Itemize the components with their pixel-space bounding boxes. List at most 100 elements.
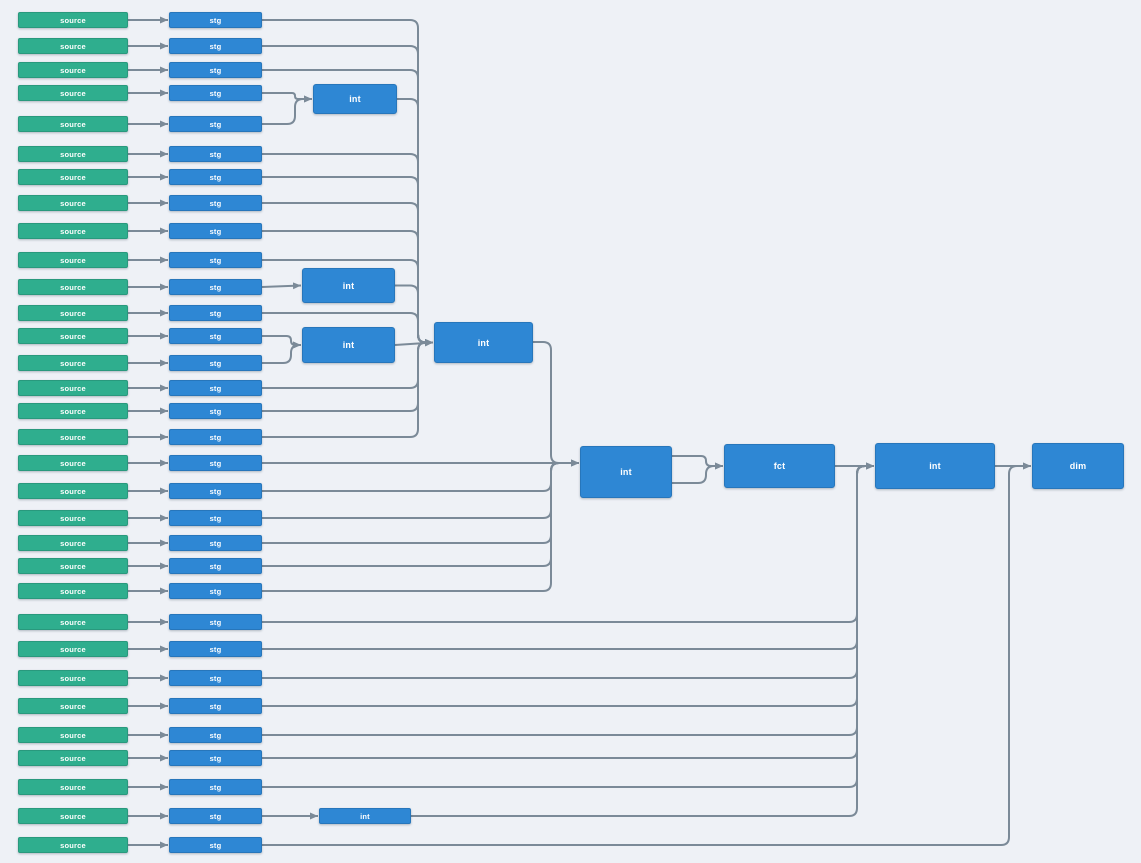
node-fct[interactable]: fct — [724, 444, 835, 488]
node-stg[interactable]: stg — [169, 429, 262, 445]
node-source[interactable]: source — [18, 146, 128, 162]
node-stg[interactable]: stg — [169, 510, 262, 526]
edge-path — [262, 176, 433, 346]
node-stg[interactable]: stg — [169, 62, 262, 78]
node-source[interactable]: source — [18, 583, 128, 599]
node-source[interactable]: source — [18, 535, 128, 551]
node-stg[interactable]: stg — [169, 837, 262, 853]
node-source[interactable]: source — [18, 698, 128, 714]
node-int[interactable]: int — [302, 327, 395, 363]
node-source[interactable]: source — [18, 62, 128, 78]
edge-group — [128, 16, 1031, 849]
edge-path — [395, 284, 433, 346]
node-source[interactable]: source — [18, 483, 128, 499]
node-source[interactable]: source — [18, 510, 128, 526]
edge-path — [672, 455, 723, 470]
node-stg[interactable]: stg — [169, 403, 262, 419]
edge-path — [262, 459, 579, 492]
node-stg[interactable]: stg — [169, 808, 262, 824]
node-stg[interactable]: stg — [169, 380, 262, 396]
node-source[interactable]: source — [18, 305, 128, 321]
node-stg[interactable]: stg — [169, 535, 262, 551]
node-source[interactable]: source — [18, 195, 128, 211]
edge-path — [533, 341, 579, 467]
node-stg[interactable]: stg — [169, 558, 262, 574]
node-stg[interactable]: stg — [169, 483, 262, 499]
node-stg[interactable]: stg — [169, 328, 262, 344]
node-stg[interactable]: stg — [169, 355, 262, 371]
node-source[interactable]: source — [18, 403, 128, 419]
node-source[interactable]: source — [18, 641, 128, 657]
node-stg[interactable]: stg — [169, 169, 262, 185]
node-int[interactable]: int — [313, 84, 397, 114]
edge-path — [262, 95, 312, 125]
node-source[interactable]: source — [18, 750, 128, 766]
edge-path — [262, 462, 874, 679]
edge-path — [411, 462, 874, 817]
node-source[interactable]: source — [18, 252, 128, 268]
edge-path — [262, 462, 874, 707]
node-stg[interactable]: stg — [169, 583, 262, 599]
node-source[interactable]: source — [18, 355, 128, 371]
node-source[interactable]: source — [18, 380, 128, 396]
node-source[interactable]: source — [18, 116, 128, 132]
node-stg[interactable]: stg — [169, 670, 262, 686]
node-dim[interactable]: dim — [1032, 443, 1124, 489]
edge-path — [262, 153, 433, 346]
node-int[interactable]: int — [319, 808, 411, 824]
node-source[interactable]: source — [18, 223, 128, 239]
node-int[interactable]: int — [302, 268, 395, 303]
node-stg[interactable]: stg — [169, 305, 262, 321]
node-stg[interactable]: stg — [169, 85, 262, 101]
node-source[interactable]: source — [18, 727, 128, 743]
node-int[interactable]: int — [434, 322, 533, 363]
node-stg[interactable]: stg — [169, 698, 262, 714]
node-stg[interactable]: stg — [169, 223, 262, 239]
node-stg[interactable]: stg — [169, 614, 262, 630]
node-stg[interactable]: stg — [169, 12, 262, 28]
node-stg[interactable]: stg — [169, 116, 262, 132]
node-source[interactable]: source — [18, 837, 128, 853]
node-source[interactable]: source — [18, 38, 128, 54]
edge-path — [262, 459, 579, 567]
node-source[interactable]: source — [18, 779, 128, 795]
node-int[interactable]: int — [580, 446, 672, 498]
edge-path — [261, 282, 302, 290]
edge-path — [262, 459, 579, 544]
node-source[interactable]: source — [18, 455, 128, 471]
node-stg[interactable]: stg — [169, 779, 262, 795]
node-source[interactable]: source — [18, 169, 128, 185]
node-source[interactable]: source — [18, 85, 128, 101]
node-source[interactable]: source — [18, 670, 128, 686]
edge-path — [262, 462, 874, 736]
edge-path — [262, 462, 874, 759]
node-source[interactable]: source — [18, 808, 128, 824]
node-stg[interactable]: stg — [169, 455, 262, 471]
node-stg[interactable]: stg — [169, 727, 262, 743]
node-source[interactable]: source — [18, 558, 128, 574]
node-int[interactable]: int — [875, 443, 995, 489]
node-stg[interactable]: stg — [169, 641, 262, 657]
edge-path — [262, 459, 579, 592]
edge-path — [262, 335, 301, 349]
edge-path — [262, 462, 874, 788]
edge-path — [262, 462, 874, 650]
node-stg[interactable]: stg — [169, 38, 262, 54]
node-source[interactable]: source — [18, 12, 128, 28]
edge-path — [262, 462, 1031, 846]
node-source[interactable]: source — [18, 614, 128, 630]
edge-path — [262, 459, 579, 519]
node-stg[interactable]: stg — [169, 279, 262, 295]
node-source[interactable]: source — [18, 328, 128, 344]
node-stg[interactable]: stg — [169, 750, 262, 766]
edge-path — [262, 462, 874, 623]
edge-path — [262, 92, 312, 103]
edge-path — [672, 462, 723, 484]
node-stg[interactable]: stg — [169, 195, 262, 211]
node-source[interactable]: source — [18, 429, 128, 445]
node-source[interactable]: source — [18, 279, 128, 295]
node-stg[interactable]: stg — [169, 252, 262, 268]
node-stg[interactable]: stg — [169, 146, 262, 162]
edge-path — [394, 339, 434, 347]
